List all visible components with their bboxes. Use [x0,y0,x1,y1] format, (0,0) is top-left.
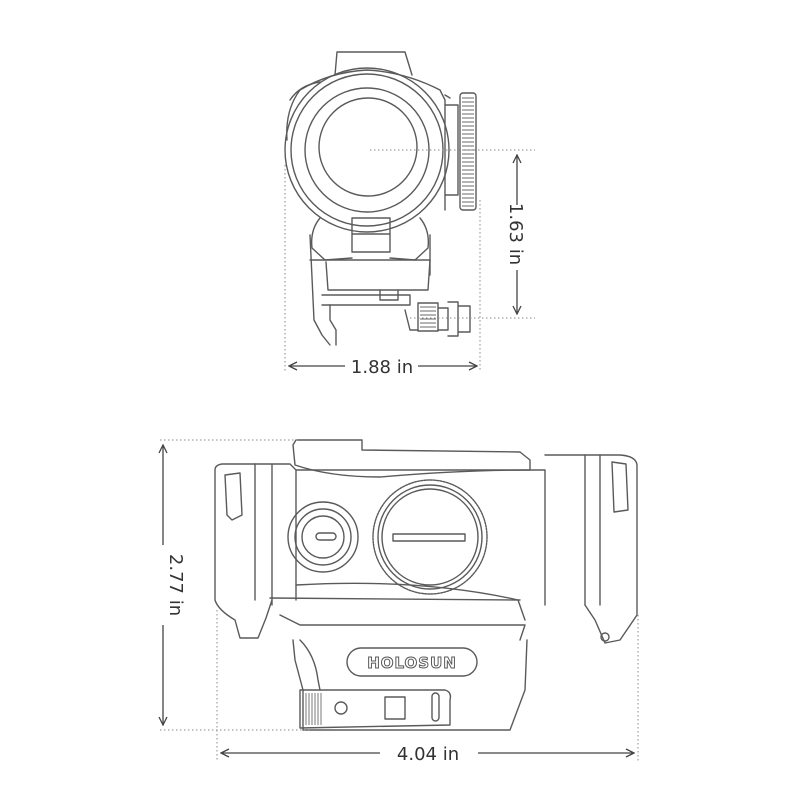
turret-knob [459,92,477,211]
front-view-dimensions: 1.63 in 1.88 in [284,149,535,378]
side-view-dimensions: 2.77 in 4.04 in [160,439,639,765]
front-view-sight [284,51,477,346]
front-width-label: 1.88 in [351,357,413,378]
brand-logo-text: HOLOSUN [367,654,457,672]
holosun-logo: HOLOSUN [346,647,478,677]
side-width-label: 4.04 in [397,744,459,765]
front-height-label: 1.63 in [505,203,526,265]
top-turret-knob [372,479,488,595]
side-latch-right [611,461,629,513]
lever-lock [417,301,471,337]
side-height-label: 2.77 in [165,554,186,616]
side-view-sight: HOLOSUN [214,439,638,731]
quick-release-lever [299,689,452,729]
side-adjustment-knob [287,501,359,573]
side-latch-left [224,472,243,521]
